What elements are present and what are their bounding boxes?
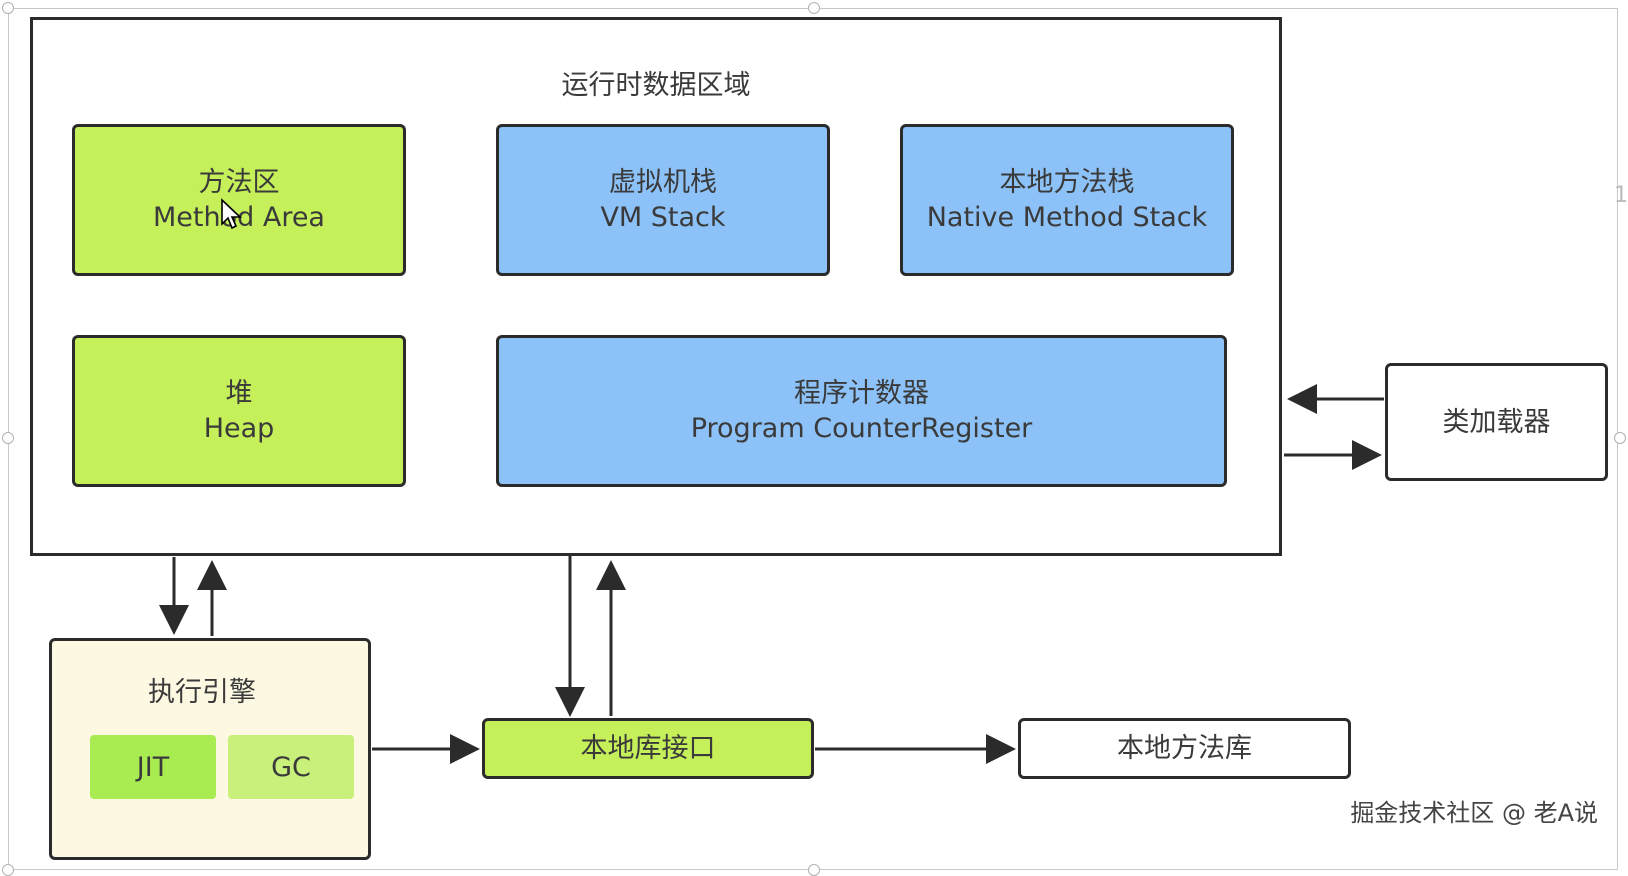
method-area-zh: 方法区	[198, 167, 280, 198]
vm-stack-zh: 虚拟机栈	[609, 167, 717, 198]
runtime-data-area-title: 运行时数据区域	[561, 70, 751, 101]
heap-en: Heap	[203, 413, 275, 444]
native-library-label: 本地方法库	[1117, 733, 1252, 764]
vm-stack-box[interactable]: 虚拟机栈 VM Stack	[496, 124, 830, 276]
vm-stack-en: VM Stack	[600, 202, 726, 233]
watermark: 掘金技术社区 @ 老A说	[1350, 799, 1598, 827]
resize-handle-left[interactable]	[2, 432, 14, 444]
resize-handle-top-left[interactable]	[2, 2, 14, 14]
jit-chip[interactable]: JIT	[90, 735, 216, 799]
program-counter-zh: 程序计数器	[794, 378, 929, 409]
program-counter-box[interactable]: 程序计数器 Program CounterRegister	[496, 335, 1227, 487]
heap-box[interactable]: 堆 Heap	[72, 335, 406, 487]
class-loader-label: 类加载器	[1442, 406, 1551, 438]
method-area-box[interactable]: 方法区 Method Area	[72, 124, 406, 276]
native-method-stack-en: Native Method Stack	[926, 202, 1208, 233]
mouse-cursor-icon	[221, 198, 243, 230]
heap-zh: 堆	[225, 378, 253, 409]
class-loader-box[interactable]: 类加载器	[1385, 363, 1608, 481]
native-interface-box[interactable]: 本地库接口	[482, 718, 814, 779]
resize-handle-right[interactable]	[1614, 432, 1626, 444]
execution-engine-title: 执行引擎	[148, 677, 256, 708]
native-interface-label: 本地库接口	[580, 733, 716, 764]
native-method-stack-box[interactable]: 本地方法栈 Native Method Stack	[900, 124, 1234, 276]
edge-mark: 1	[1614, 183, 1628, 208]
gc-chip[interactable]: GC	[228, 735, 354, 799]
native-method-stack-zh: 本地方法栈	[999, 167, 1135, 198]
execution-engine-box[interactable]: 执行引擎 JIT GC	[49, 638, 371, 860]
resize-handle-top[interactable]	[808, 2, 820, 14]
program-counter-en: Program CounterRegister	[690, 413, 1033, 444]
native-library-box[interactable]: 本地方法库	[1018, 718, 1351, 779]
